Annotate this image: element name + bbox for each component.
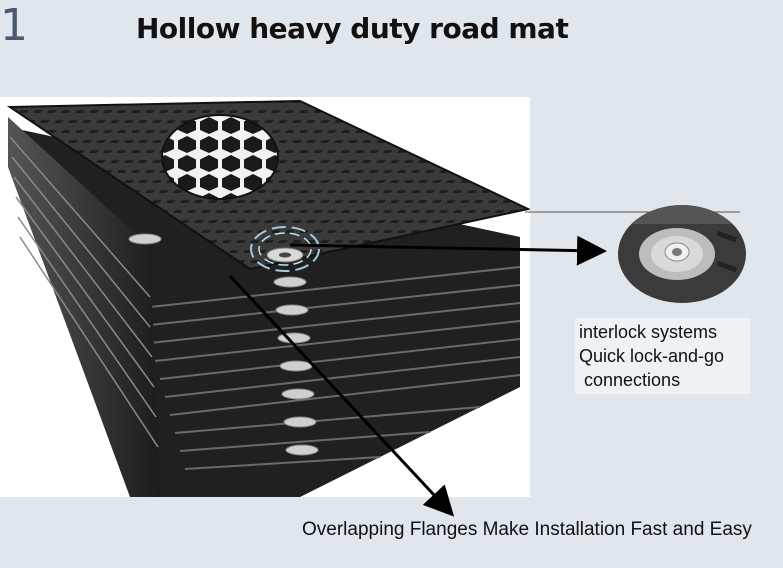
interlock-callout: interlock systems Quick lock-and-go conn… bbox=[575, 318, 750, 394]
interlock-detail-inset bbox=[617, 204, 747, 304]
slide-title: Hollow heavy duty road mat bbox=[136, 12, 569, 45]
caption: Overlapping Flanges Make Installation Fa… bbox=[302, 519, 752, 540]
road-mat-stack-photo bbox=[0, 97, 530, 497]
callout-line-3: connections bbox=[579, 370, 681, 390]
callout-line-1: interlock systems bbox=[579, 322, 718, 342]
slide-number: 1 bbox=[0, 0, 28, 51]
callout-line-2: Quick lock-and-go bbox=[579, 346, 725, 366]
